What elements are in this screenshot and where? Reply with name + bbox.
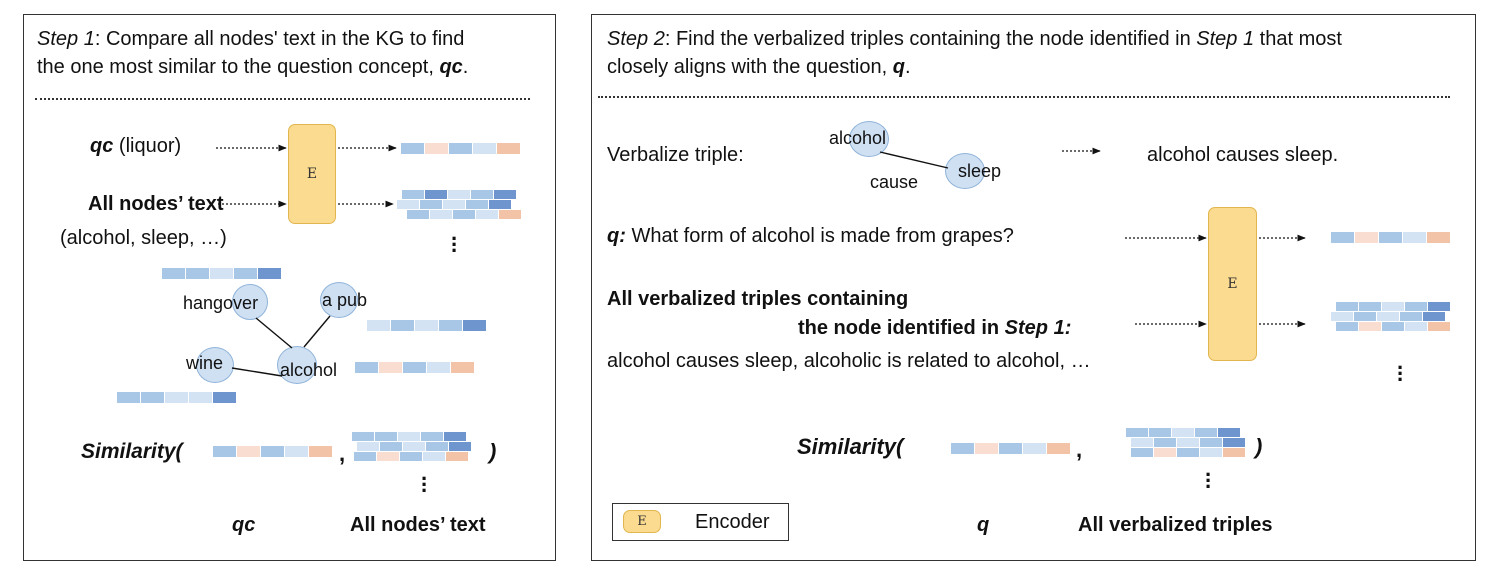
encoder-legend: E Encoder xyxy=(612,503,789,541)
graph-label-a-pub: a pub xyxy=(322,290,368,310)
question-text: What form of alcohol is made from grapes… xyxy=(625,225,1014,247)
triple-label-alcohol: alcohol xyxy=(829,128,887,148)
edge-hangover-alcohol xyxy=(255,317,293,349)
step1-heading-qc: qc xyxy=(439,56,463,78)
apub-embedding xyxy=(367,320,487,331)
step1-heading-text: : Compare all nodes' text in the KG to f… xyxy=(94,28,465,50)
step2-q-embedding xyxy=(1331,232,1451,243)
legend-encoder-label: Encoder xyxy=(695,511,770,533)
step2-similarity-close: ) xyxy=(1255,434,1263,459)
step1-nodes-embedding-matrix xyxy=(397,190,522,220)
question-q-label: q: xyxy=(607,225,626,247)
verbalized-sentence: alcohol causes sleep. xyxy=(1147,144,1339,166)
step1-nodes-text-examples: (alcohol, sleep, …) xyxy=(60,227,227,249)
triple-label-sleep: sleep xyxy=(958,161,1002,181)
step1-nodes-text-label: All nodes’ text xyxy=(88,193,224,215)
step2-panel xyxy=(591,14,1476,561)
step1-heading-label: Step 1 xyxy=(37,28,95,50)
step2-heading-step1-ref: Step 1 xyxy=(1196,28,1255,50)
step1-divider xyxy=(35,98,530,100)
step1-similarity-comma: , xyxy=(339,441,346,466)
step1-panel xyxy=(23,14,556,561)
step2-similarity-triples-matrix xyxy=(1126,428,1246,458)
edge-wine-alcohol xyxy=(231,367,283,377)
step2-bottom-q: q xyxy=(977,514,990,536)
step1-heading-text-2: the one most similar to the question con… xyxy=(37,56,434,78)
step1-similarity-nodes-matrix xyxy=(352,432,472,462)
triple-node-sleep xyxy=(945,153,985,189)
step1-heading-end: . xyxy=(462,56,469,78)
step1-bottom-all-nodes: All nodes’ text xyxy=(350,514,486,536)
step2-triples-embedding-matrix xyxy=(1331,302,1451,332)
step2-bottom-all-triples: All verbalized triples xyxy=(1078,514,1273,536)
edge-apub-alcohol xyxy=(303,315,331,348)
step1-more-dots: ··· xyxy=(451,226,459,263)
triples-label-line1: All verbalized triples containing xyxy=(607,288,909,310)
graph-node-a-pub xyxy=(320,282,358,318)
triples-examples: alcohol causes sleep, alcoholic is relat… xyxy=(607,350,1091,372)
legend-encoder-letter: E xyxy=(637,514,647,529)
step2-similarity-q-vector xyxy=(951,443,1071,454)
triples-label-line2: the node identified in Step 1: xyxy=(798,316,1071,340)
qc-label: qc xyxy=(90,135,114,157)
graph-node-wine xyxy=(196,347,234,383)
step1-heading-line1: Step 1: Compare all nodes' text in the K… xyxy=(37,27,464,51)
triples-label-step: Step 1: xyxy=(1004,317,1072,339)
wine-embedding xyxy=(117,392,237,403)
step2-encoder-letter: E xyxy=(1227,276,1238,292)
graph-label-hangover: hangover xyxy=(183,293,259,313)
graph-label-wine: wine xyxy=(186,353,224,373)
step1-similarity-label: Similarity( xyxy=(81,440,183,463)
triples-label-text: the node identified in xyxy=(798,317,1000,339)
step2-more-dots: ··· xyxy=(1397,355,1405,392)
step1-bottom-qc: qc xyxy=(232,514,256,536)
alcohol-embedding xyxy=(355,362,475,373)
step2-encoder-box: E xyxy=(1208,207,1257,361)
step2-heading-text-3: closely aligns with the question, xyxy=(607,56,888,78)
step1-heading-line2: the one most similar to the question con… xyxy=(37,55,468,79)
triple-node-alcohol xyxy=(849,121,889,157)
legend-encoder-swatch: E xyxy=(623,510,661,533)
step2-heading-text: : Find the verbalized triples containing… xyxy=(664,28,1191,50)
step1-similarity-dots: ··· xyxy=(421,466,429,503)
step2-heading-label: Step 2 xyxy=(607,28,665,50)
hangover-embedding xyxy=(162,268,282,279)
triple-label-relation: cause xyxy=(870,172,919,192)
graph-node-hangover xyxy=(232,284,268,320)
step2-similarity-label: Similarity( xyxy=(797,434,904,459)
step1-similarity-qc-vector xyxy=(213,446,333,457)
step1-qc-embedding xyxy=(401,143,521,154)
step2-heading-line1: Step 2: Find the verbalized triples cont… xyxy=(607,27,1342,51)
qc-paren: (liquor) xyxy=(118,135,182,157)
graph-label-alcohol: alcohol xyxy=(280,360,338,380)
step2-heading-line2: closely aligns with the question, q. xyxy=(607,55,911,79)
graph-node-alcohol xyxy=(277,346,317,384)
step1-encoder-box: E xyxy=(288,124,336,224)
edge-alcohol-sleep xyxy=(879,151,949,169)
question-line: q: What form of alcohol is made from gra… xyxy=(607,224,1014,248)
step2-heading-end: . xyxy=(904,56,911,78)
step1-similarity-close: ) xyxy=(489,439,497,464)
step1-qc-input: qc (liquor) xyxy=(90,134,181,158)
step2-similarity-dots: ··· xyxy=(1205,462,1213,499)
verbalize-triple-label: Verbalize triple: xyxy=(607,144,744,166)
step2-heading-q: q xyxy=(892,56,905,78)
step1-encoder-letter: E xyxy=(306,166,318,182)
step2-similarity-comma: , xyxy=(1076,437,1083,462)
step2-divider xyxy=(598,96,1450,98)
step2-heading-text-2: that most xyxy=(1254,28,1342,50)
